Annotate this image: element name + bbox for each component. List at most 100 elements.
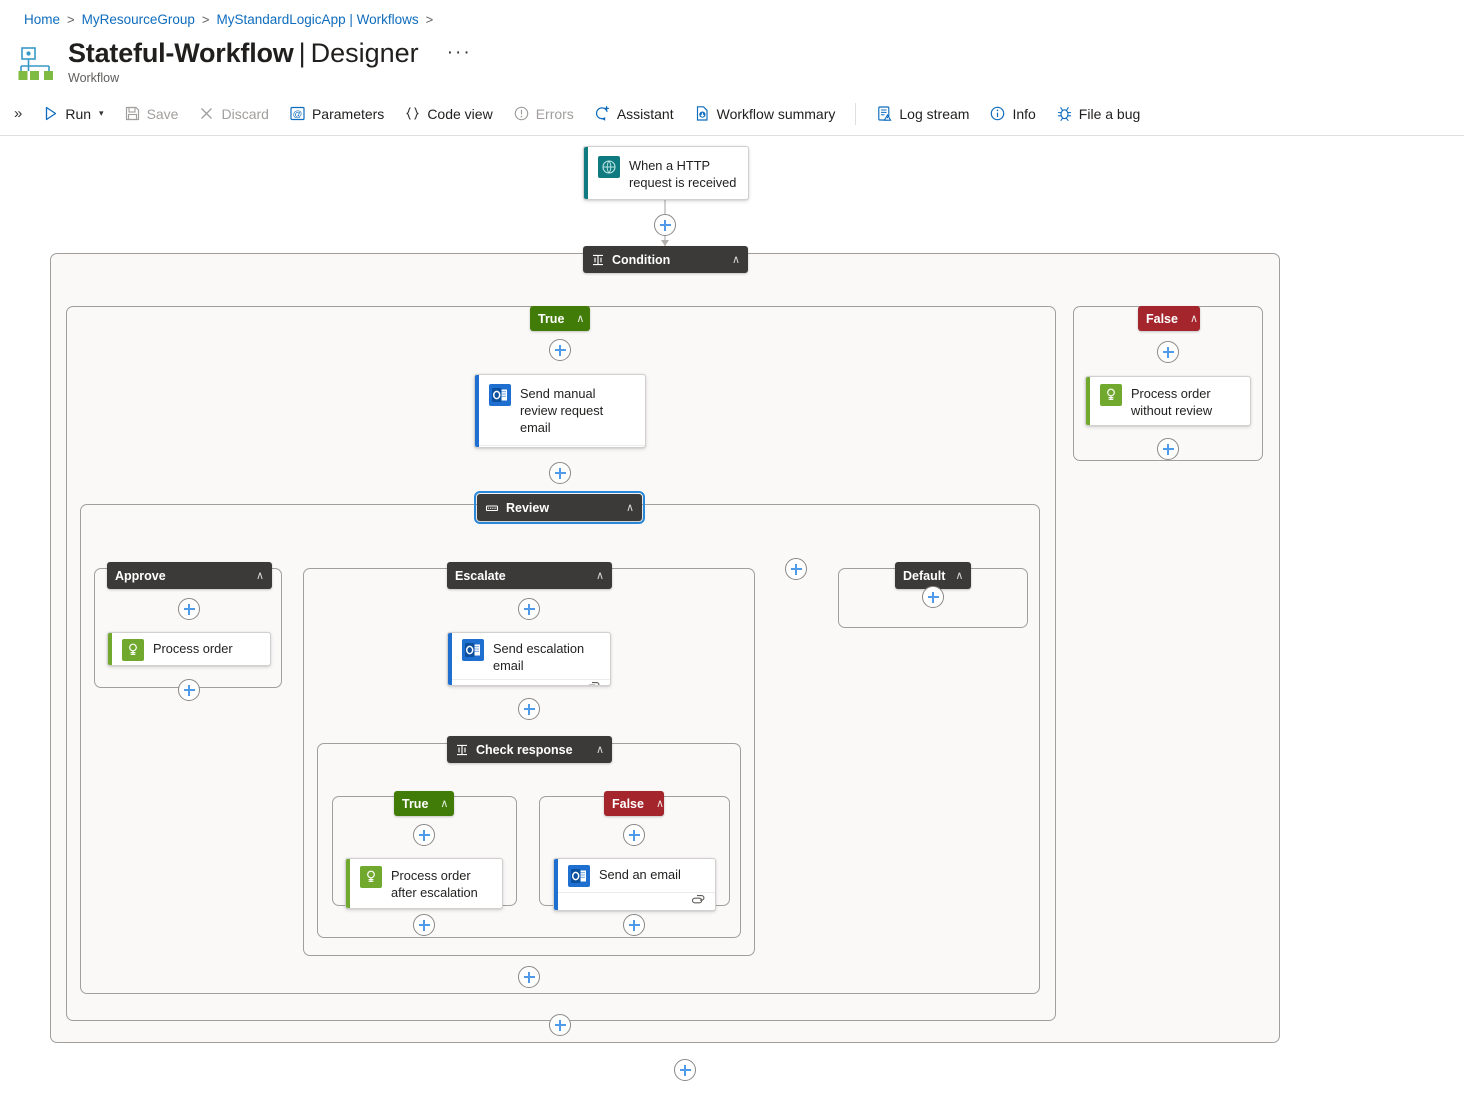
chevron-up-icon[interactable]: ∧ — [955, 570, 964, 582]
breadcrumb-item-home[interactable]: Home — [24, 11, 61, 27]
trigger-title: When a HTTP request is received — [629, 158, 737, 190]
accent-bar — [448, 633, 452, 685]
page-section-title: Designer — [310, 38, 419, 68]
add-action-button[interactable] — [623, 914, 645, 936]
case-default-header[interactable]: Default ∧ — [895, 562, 971, 589]
action-card-process-order[interactable]: Process order — [107, 632, 271, 666]
add-action-button[interactable] — [178, 598, 200, 620]
case-escalate-header[interactable]: Escalate ∧ — [447, 562, 612, 589]
add-action-button[interactable] — [518, 698, 540, 720]
add-action-button[interactable] — [518, 966, 540, 988]
case-approve-header[interactable]: Approve ∧ — [107, 562, 272, 589]
connection-link-icon[interactable] — [585, 680, 601, 685]
discard-button[interactable]: Discard — [189, 100, 277, 127]
workflow-designer-canvas[interactable]: When a HTTP request is received Conditio… — [0, 136, 1464, 1081]
errors-button[interactable]: Errors — [504, 100, 583, 127]
log-stream-label: Log stream — [899, 105, 970, 122]
trigger-card-http-request[interactable]: When a HTTP request is received — [583, 146, 749, 200]
page-subtitle: Workflow — [68, 71, 120, 85]
command-toolbar: » Run ▾ Save Discard @ Parameters Code v… — [0, 92, 1464, 136]
action-card-send-an-email[interactable]: Send an email — [553, 858, 716, 911]
log-stream-button[interactable]: Log stream — [867, 100, 978, 127]
compose-icon — [122, 639, 144, 661]
save-button[interactable]: Save — [115, 100, 188, 127]
file-a-bug-button[interactable]: File a bug — [1047, 100, 1149, 127]
workflow-summary-label: Workflow summary — [716, 105, 836, 122]
action-card-process-after-escalation[interactable]: Process order after escalation — [345, 858, 503, 909]
code-view-button[interactable]: Code view — [395, 100, 501, 127]
info-button[interactable]: Info — [980, 100, 1044, 127]
branch-badge-true[interactable]: True ∧ — [530, 306, 590, 331]
accent-bar — [108, 633, 112, 665]
action-card-send-escalation-email[interactable]: Send escalation email — [447, 632, 611, 686]
add-action-button[interactable] — [1157, 438, 1179, 460]
action-card-send-manual-review[interactable]: Send manual review request email — [474, 374, 646, 448]
review-switch-header[interactable]: Review ∧ — [474, 491, 645, 524]
discard-label: Discard — [221, 105, 269, 122]
workflow-summary-button[interactable]: Workflow summary — [685, 100, 845, 127]
chevron-up-icon[interactable]: ∧ — [731, 254, 740, 266]
accent-bar — [346, 859, 350, 908]
chevron-up-icon[interactable]: ∧ — [440, 798, 449, 810]
connection-link-icon[interactable] — [620, 446, 636, 447]
add-action-button[interactable] — [178, 679, 200, 701]
chevron-up-icon[interactable]: ∧ — [255, 570, 264, 582]
branch-badge-check-false[interactable]: False ∧ — [604, 791, 664, 816]
outlook-icon — [568, 865, 590, 887]
add-action-button[interactable] — [674, 1059, 696, 1081]
chevron-down-icon[interactable]: ▾ — [99, 108, 104, 118]
play-icon — [42, 105, 59, 122]
condition-label: Condition — [612, 252, 671, 267]
check-response-header[interactable]: Check response ∧ — [447, 736, 612, 763]
chevron-up-icon[interactable]: ∧ — [595, 570, 604, 582]
branch-true-label: True — [538, 311, 565, 326]
branch-badge-check-true[interactable]: True ∧ — [394, 791, 454, 816]
bug-icon — [1056, 105, 1073, 122]
action-title: Process order after escalation — [391, 868, 478, 900]
case-escalate-label: Escalate — [455, 568, 506, 583]
breadcrumb-separator: > — [201, 11, 210, 27]
add-action-button[interactable] — [549, 339, 571, 361]
breadcrumb-item-resource-group[interactable]: MyResourceGroup — [81, 11, 195, 27]
case-approve-label: Approve — [115, 568, 166, 583]
branch-false-label: False — [612, 796, 644, 811]
assistant-button[interactable]: Assistant — [585, 100, 683, 127]
chevron-up-icon[interactable]: ∧ — [655, 798, 665, 810]
parameters-button[interactable]: @ Parameters — [280, 100, 393, 127]
breadcrumb-separator: > — [425, 11, 434, 27]
workflow-summary-icon — [694, 105, 711, 122]
info-label: Info — [1012, 105, 1036, 122]
add-action-button[interactable] — [922, 586, 944, 608]
switch-icon — [485, 501, 499, 515]
chevron-up-icon[interactable]: ∧ — [595, 744, 604, 756]
add-action-button[interactable] — [549, 462, 571, 484]
add-action-button[interactable] — [1157, 341, 1179, 363]
branch-badge-false[interactable]: False ∧ — [1138, 306, 1200, 331]
add-action-button[interactable] — [518, 598, 540, 620]
accent-bar — [554, 859, 558, 910]
run-button[interactable]: Run ▾ — [33, 100, 112, 127]
more-options-button[interactable]: ··· — [446, 42, 472, 63]
add-action-button[interactable] — [549, 1014, 571, 1036]
add-action-button[interactable] — [623, 824, 645, 846]
condition-icon — [455, 743, 469, 757]
action-card-process-without-review[interactable]: Process order without review — [1085, 376, 1251, 426]
add-case-button[interactable] — [785, 558, 807, 580]
save-icon — [124, 105, 141, 122]
accent-bar — [1086, 377, 1090, 425]
chevron-double-right-icon[interactable]: » — [14, 105, 23, 122]
log-stream-icon — [876, 105, 893, 122]
add-action-button[interactable] — [413, 824, 435, 846]
condition-header[interactable]: Condition ∧ — [583, 246, 748, 273]
compose-icon — [360, 866, 382, 888]
action-title: Send an email — [599, 867, 681, 882]
condition-icon — [591, 253, 605, 267]
chevron-up-icon[interactable]: ∧ — [1189, 313, 1199, 325]
assistant-label: Assistant — [616, 105, 674, 122]
add-action-button[interactable] — [413, 914, 435, 936]
breadcrumb-item-logic-app[interactable]: MyStandardLogicApp | Workflows — [216, 11, 419, 27]
connection-link-icon[interactable] — [690, 893, 706, 910]
chevron-up-icon[interactable]: ∧ — [625, 502, 634, 514]
add-action-button[interactable] — [654, 214, 676, 236]
chevron-up-icon[interactable]: ∧ — [576, 313, 585, 325]
